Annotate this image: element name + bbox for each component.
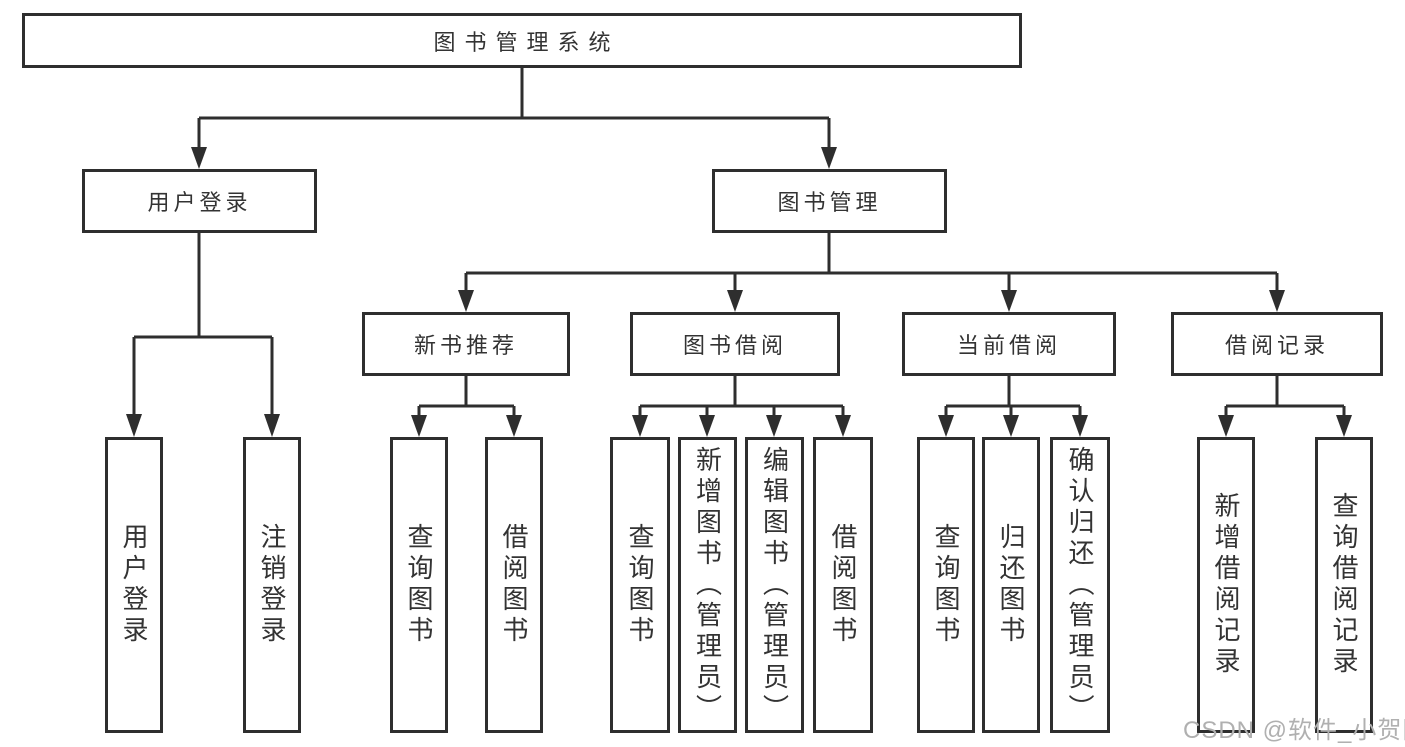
node-library-management-system: 图书管理系统: [22, 13, 1022, 68]
leaf-add-books-admin: 新增图书（管理员）: [678, 437, 737, 733]
leaf-search-books-3: 查询图书: [917, 437, 975, 733]
arrowhead-icons: [126, 147, 1352, 437]
leaf-search-borrow-record: 查询借阅记录: [1315, 437, 1373, 733]
leaf-borrow-books-2: 借阅图书: [813, 437, 873, 733]
leaf-user-login: 用户登录: [105, 437, 163, 733]
leaf-borrow-books-1: 借阅图书: [485, 437, 543, 733]
node-new-book-recommendation: 新书推荐: [362, 312, 570, 376]
connector-lines: [132, 68, 1346, 416]
csdn-watermark: CSDN @软件_小贺同学: [1183, 717, 1405, 744]
node-user-login-branch: 用户登录: [82, 169, 317, 233]
leaf-return-books: 归还图书: [982, 437, 1040, 733]
leaf-edit-books-admin: 编辑图书（管理员）: [745, 437, 804, 733]
leaf-logout: 注销登录: [243, 437, 301, 733]
node-book-management: 图书管理: [712, 169, 947, 233]
leaf-add-borrow-record: 新增借阅记录: [1197, 437, 1255, 733]
leaf-search-books-2: 查询图书: [610, 437, 670, 733]
leaf-search-books-1: 查询图书: [390, 437, 448, 733]
node-current-borrowing: 当前借阅: [902, 312, 1116, 376]
node-book-borrowing: 图书借阅: [630, 312, 840, 376]
node-borrowing-records: 借阅记录: [1171, 312, 1383, 376]
leaf-confirm-return-admin: 确认归还（管理员）: [1050, 437, 1110, 733]
